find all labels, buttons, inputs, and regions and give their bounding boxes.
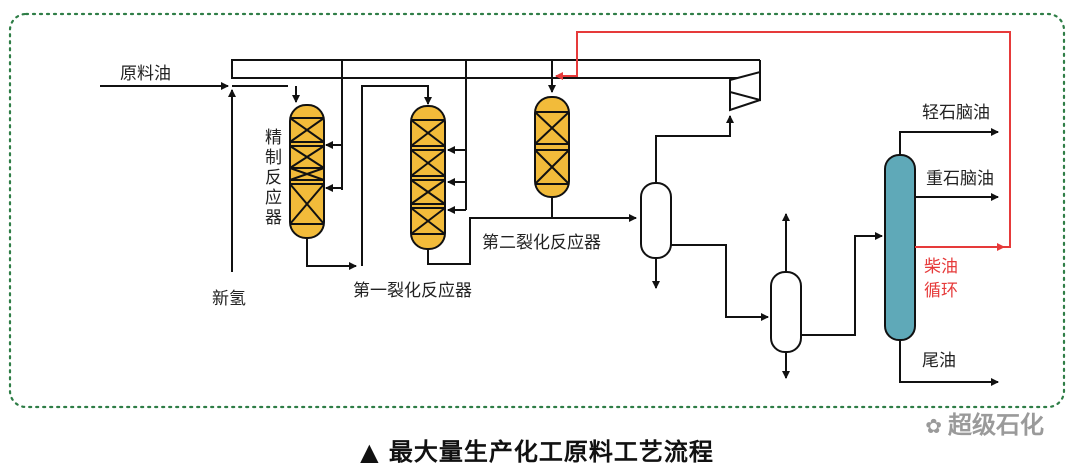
diesel-recycle-label-1: 柴油 [924, 257, 958, 277]
fractionator-column [884, 154, 916, 341]
refining-reactor [289, 104, 325, 239]
heavy-naphtha-label: 重石脑油 [926, 169, 994, 189]
feed-oil-label: 原料油 [120, 64, 171, 84]
refining-to-first-line [306, 238, 357, 270]
light-naphtha-line [899, 128, 999, 155]
compressor [729, 70, 761, 112]
caption-text: 最大量生产化工原料工艺流程 [388, 438, 714, 466]
first-cracking-reactor [410, 105, 446, 250]
diesel-recycle-line [555, 31, 1011, 248]
diesel-recycle-label-2: 循环 [924, 281, 958, 301]
light-naphtha-label: 轻石脑油 [922, 103, 990, 123]
watermark-text: 超级石化 [948, 411, 1044, 439]
refining-reactor-label-4: 应 [265, 188, 282, 208]
refining-reactor-label-2: 制 [265, 148, 282, 168]
refining-reactor-label-1: 精 [265, 128, 282, 148]
first-cracking-reactor-label: 第一裂化反应器 [353, 281, 472, 301]
low-pressure-separator [770, 271, 802, 353]
diagram-border [8, 12, 1066, 409]
lp-to-fractionator-line [801, 232, 883, 336]
recycle-gas-header [231, 59, 761, 79]
watermark: ✿超级石化 [925, 405, 1044, 440]
figure-caption: ▲ 最大量生产化工原料工艺流程 [0, 432, 1074, 467]
separator-liquid-line [671, 244, 769, 321]
separator-gas-line [655, 115, 734, 183]
caption-marker: ▲ [360, 438, 380, 466]
tail-oil-line [899, 340, 999, 386]
first-outlet-line [427, 214, 637, 265]
refining-reactor-label-5: 器 [265, 208, 282, 228]
first-feed-line [361, 85, 432, 266]
tail-oil-label: 尾油 [922, 351, 956, 371]
hydrogen-label: 新氢 [212, 289, 246, 309]
high-pressure-separator [640, 182, 672, 259]
second-cracking-reactor [534, 96, 570, 198]
refining-reactor-label-3: 反 [265, 168, 282, 188]
second-cracking-reactor-label: 第二裂化反应器 [482, 233, 601, 253]
wechat-icon: ✿ [925, 414, 942, 438]
